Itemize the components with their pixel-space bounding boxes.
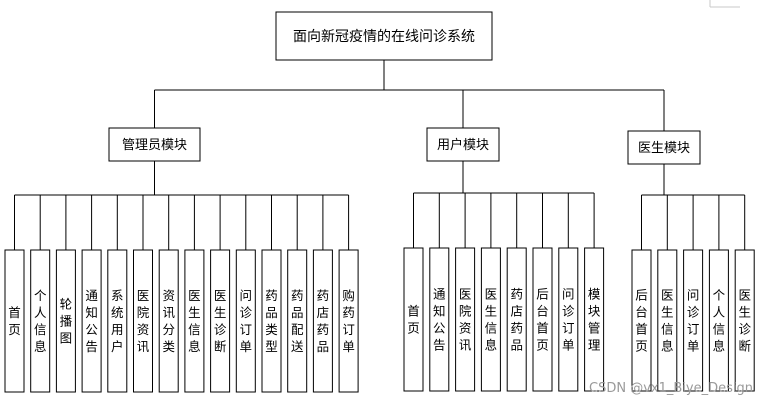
leaf-box bbox=[210, 249, 231, 393]
leaf-box bbox=[455, 247, 476, 392]
leaf-node: 个人信息 bbox=[708, 249, 729, 392]
leaf-label: 医院资讯 bbox=[137, 288, 150, 354]
leaf-label: 医院资讯 bbox=[459, 287, 472, 353]
root-node: 面向新冠疫情的在线问诊系统 bbox=[275, 11, 493, 61]
leaf-node: 首页 bbox=[4, 249, 25, 393]
root-label: 面向新冠疫情的在线问诊系统 bbox=[293, 29, 475, 45]
leaf-node: 问诊订单 bbox=[235, 249, 256, 393]
leaf-node: 药店药品 bbox=[506, 247, 527, 392]
leaf-box bbox=[107, 249, 128, 393]
leaf-label: 医生信息 bbox=[485, 287, 498, 353]
leaf-label: 问诊订单 bbox=[687, 288, 700, 354]
watermark-text: CSDN @vx1_Biye_Design bbox=[589, 381, 753, 396]
root-box bbox=[275, 11, 493, 61]
leaf-node: 医生诊断 bbox=[210, 249, 231, 393]
leaf-nodes: 首页个人信息轮播图通知公告系统用户医院资讯资讯分类医生信息医生诊断问诊订单药品类… bbox=[4, 247, 755, 393]
leaf-box bbox=[532, 247, 553, 392]
leaf-label: 个人信息 bbox=[713, 288, 726, 354]
leaf-label: 问诊订单 bbox=[240, 288, 253, 354]
leaf-label: 资讯分类 bbox=[162, 288, 175, 354]
leaf-label: 后台首页 bbox=[536, 287, 549, 353]
leaf-label: 医生诊断 bbox=[214, 288, 227, 354]
leaf-box bbox=[657, 249, 678, 392]
leaf-node: 购药订单 bbox=[338, 249, 359, 393]
leaf-node: 医生诊断 bbox=[734, 249, 755, 392]
leaf-node: 医院资讯 bbox=[455, 247, 476, 392]
leaf-label: 通知公告 bbox=[433, 287, 446, 353]
leaf-box bbox=[4, 249, 25, 393]
leaf-node: 模块管理 bbox=[584, 247, 605, 392]
leaf-label: 医生信息 bbox=[661, 288, 674, 354]
leaf-label: 药店药品 bbox=[510, 287, 523, 353]
leaf-box bbox=[312, 249, 333, 393]
leaf-box bbox=[734, 249, 755, 392]
module-doctor: 医生模块 bbox=[627, 130, 701, 165]
module-user: 用户模块 bbox=[426, 127, 500, 162]
leaf-label: 药品类型 bbox=[265, 288, 278, 354]
module-admin: 管理员模块 bbox=[108, 127, 201, 162]
leaf-label: 通知公告 bbox=[85, 288, 98, 354]
leaf-label: 首页 bbox=[8, 305, 21, 337]
leaf-node: 个人信息 bbox=[30, 249, 51, 393]
leaf-label: 轮播图 bbox=[60, 297, 73, 346]
leaf-box bbox=[158, 249, 179, 393]
leaf-node: 后台首页 bbox=[631, 249, 652, 392]
leaf-label: 模块管理 bbox=[588, 287, 601, 353]
leaf-node: 医院资讯 bbox=[133, 249, 153, 393]
leaf-box bbox=[584, 247, 605, 392]
leaf-box bbox=[429, 247, 450, 392]
leaf-label: 系统用户 bbox=[111, 288, 124, 354]
leaf-box bbox=[631, 249, 652, 392]
leaf-label: 医生诊断 bbox=[738, 288, 751, 354]
leaf-box bbox=[287, 249, 308, 393]
leaf-box bbox=[184, 249, 205, 393]
leaf-box bbox=[235, 249, 256, 393]
leaf-box bbox=[480, 247, 501, 392]
module-doctor-box bbox=[627, 130, 701, 165]
leaf-box bbox=[403, 247, 424, 392]
leaf-label: 个人信息 bbox=[34, 288, 47, 354]
leaf-label: 药品配送 bbox=[291, 288, 304, 354]
leaf-label: 医生信息 bbox=[188, 288, 201, 354]
leaf-box bbox=[338, 249, 359, 393]
module-user-box bbox=[426, 127, 500, 162]
leaf-label: 问诊订单 bbox=[562, 287, 575, 353]
leaf-node: 通知公告 bbox=[81, 249, 102, 393]
leaf-node: 药品配送 bbox=[287, 249, 308, 393]
leaf-box bbox=[55, 249, 76, 393]
leaf-node: 系统用户 bbox=[107, 249, 128, 393]
leaf-node: 首页 bbox=[403, 247, 424, 392]
leaf-node: 后台首页 bbox=[532, 247, 553, 392]
leaf-node: 药店药品 bbox=[312, 249, 333, 393]
leaf-box bbox=[558, 247, 579, 392]
leaf-node: 问诊订单 bbox=[683, 249, 704, 392]
leaf-node: 医生信息 bbox=[184, 249, 205, 393]
leaf-label: 购药订单 bbox=[342, 288, 355, 354]
leaf-box bbox=[708, 249, 729, 392]
leaf-node: 医生信息 bbox=[657, 249, 678, 392]
leaf-label: 药店药品 bbox=[317, 288, 330, 354]
module-admin-label: 管理员模块 bbox=[122, 138, 187, 153]
leaf-node: 通知公告 bbox=[429, 247, 450, 392]
leaf-node: 药品类型 bbox=[261, 249, 282, 393]
leaf-box bbox=[81, 249, 102, 393]
leaf-node: 问诊订单 bbox=[558, 247, 579, 392]
leaf-node: 医生信息 bbox=[480, 247, 501, 392]
leaf-box bbox=[133, 249, 153, 393]
leaf-node: 资讯分类 bbox=[158, 249, 179, 393]
module-user-label: 用户模块 bbox=[437, 137, 489, 153]
leaf-box bbox=[683, 249, 704, 392]
leaf-label: 后台首页 bbox=[635, 288, 648, 354]
module-admin-box bbox=[108, 127, 201, 162]
leaf-box bbox=[30, 249, 51, 393]
leaf-box bbox=[261, 249, 282, 393]
leaf-label: 首页 bbox=[407, 304, 420, 336]
leaf-box bbox=[506, 247, 527, 392]
module-doctor-label: 医生模块 bbox=[638, 141, 690, 156]
leaf-node: 轮播图 bbox=[55, 249, 76, 393]
connector-lines bbox=[14, 60, 746, 250]
